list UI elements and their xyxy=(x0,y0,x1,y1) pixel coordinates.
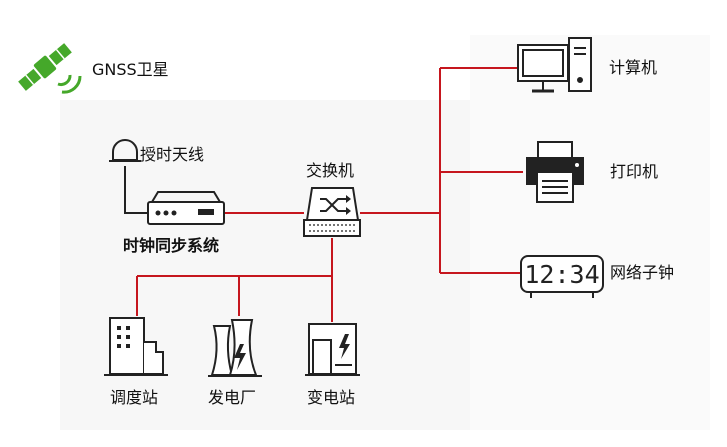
dispatch-station-label: 调度站 xyxy=(110,388,159,407)
clock-display-text: 12:34 xyxy=(524,260,599,289)
computer-label: 计算机 xyxy=(609,58,658,77)
antenna-icon xyxy=(109,139,141,162)
switch-icon xyxy=(303,187,361,237)
satellite-label: GNSS卫星 xyxy=(92,60,169,79)
computer-icon xyxy=(517,37,592,93)
network-clock-label: 网络子钟 xyxy=(610,263,675,282)
connection-lines xyxy=(136,67,523,322)
network-clock-icon: 12:34 xyxy=(520,255,604,298)
printer-label: 打印机 xyxy=(610,162,659,181)
antenna-label: 授时天线 xyxy=(140,145,205,164)
switch-label: 交换机 xyxy=(306,161,355,180)
dispatch-station-icon xyxy=(104,317,168,376)
clock-sync-device-icon xyxy=(147,191,225,225)
printer-icon xyxy=(526,141,584,203)
clock-sync-system-label: 时钟同步系统 xyxy=(123,236,220,255)
power-plant-icon xyxy=(208,319,262,377)
background-panel xyxy=(60,100,470,430)
antenna-cable xyxy=(124,166,148,214)
satellite-icon xyxy=(18,43,82,94)
substation-label: 变电站 xyxy=(307,388,356,407)
power-plant-label: 发电厂 xyxy=(208,388,257,407)
background-panel-right xyxy=(470,35,710,430)
substation-icon xyxy=(305,323,360,376)
